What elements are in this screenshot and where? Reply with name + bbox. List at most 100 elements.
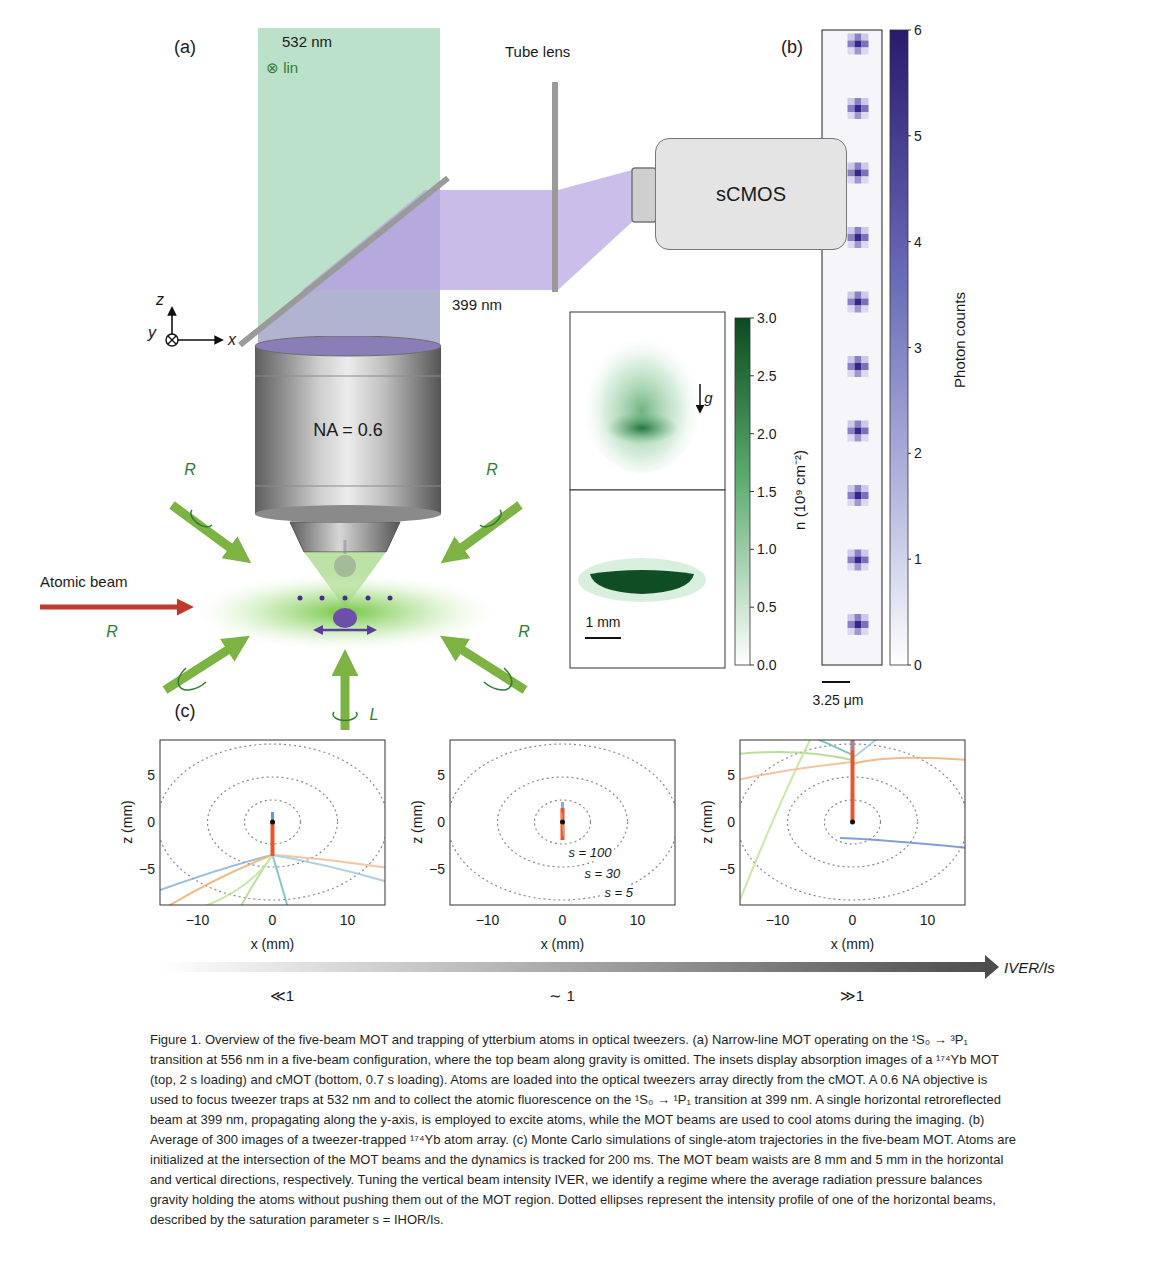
figure-label: g⃗	[704, 389, 724, 407]
figure-label: 5	[437, 767, 445, 784]
figure-label: 3	[914, 339, 922, 356]
scale-bar-um	[822, 681, 850, 683]
figure-label: 5	[727, 767, 735, 784]
figure-label: Photon counts	[951, 292, 969, 388]
polarization-arcs	[178, 510, 512, 720]
tube-lens-plate	[552, 82, 558, 292]
objective-band	[255, 376, 441, 377]
figure-label: ≫1	[840, 987, 864, 1005]
plot-frame	[160, 740, 385, 905]
figure-label: s = 100	[567, 845, 614, 861]
figure-caption: Figure 1. Overview of the five-beam MOT …	[150, 1030, 1018, 1230]
figure-label: L	[370, 705, 379, 724]
cmot-absorption-image	[570, 490, 725, 668]
figure-label: x	[228, 330, 236, 349]
figure-label: 0	[727, 814, 735, 831]
figure-label: R	[184, 460, 196, 479]
figure-label: 2.5	[757, 367, 776, 384]
figure-label: 10	[920, 912, 936, 929]
excited-atom	[333, 608, 357, 628]
mot-core	[606, 412, 678, 444]
figure-label: (a)	[174, 37, 196, 59]
green-tweezer-beam	[258, 28, 440, 346]
figure-label: 0	[147, 814, 155, 831]
mot-beam-arrows	[165, 505, 525, 730]
density-colorbar	[735, 318, 750, 665]
figure-label: s = 5	[603, 885, 636, 901]
figure-label: 3.25 μm	[813, 692, 864, 709]
figure-label: 0	[849, 912, 857, 929]
figure-label: 0.5	[757, 599, 776, 616]
figure-label: 0	[269, 912, 277, 929]
figure-label: x (mm)	[831, 936, 875, 953]
figure-label: 532 nm	[282, 33, 332, 51]
dichroic-mirror	[240, 178, 448, 345]
figure-label: ⊗ lin	[266, 59, 298, 77]
figure-label: 4	[914, 233, 922, 250]
camera-label: sCMOS	[716, 183, 786, 206]
ghost-arrow	[344, 540, 347, 554]
figure-label: −5	[429, 861, 445, 878]
y-axis-cross	[168, 336, 176, 344]
figure-label: 1.5	[757, 483, 776, 500]
trajectory-plot-low	[158, 744, 389, 908]
figure-label: z (mm)	[119, 800, 136, 844]
figure-label: −10	[476, 912, 500, 929]
figure-label: 0	[914, 657, 922, 674]
figure-label: Tube lens	[505, 43, 570, 61]
mot-cloud	[195, 574, 495, 650]
figure-label: IVER/Is	[1004, 959, 1055, 977]
figure-label: 1 mm	[586, 614, 621, 631]
objective-barrel	[255, 346, 441, 514]
objective-bottom	[255, 505, 441, 523]
camera-box: sCMOS	[655, 138, 847, 250]
figure-label: 10	[340, 912, 356, 929]
figure-label: 5	[147, 767, 155, 784]
figure-label: ≪1	[270, 987, 294, 1005]
figure-label: 399 nm	[452, 296, 502, 314]
figure-label: ∼ 1	[549, 987, 575, 1005]
figure-label: 1	[914, 551, 922, 568]
photon-colorbar-ticks	[908, 30, 911, 665]
mot-plume	[580, 317, 704, 473]
objective-band	[255, 486, 441, 487]
figure-label: z (mm)	[699, 800, 716, 844]
x-axis-arrow	[172, 339, 222, 341]
purple-focused-beam	[558, 170, 632, 290]
figure-label: 5	[914, 127, 922, 144]
figure-label: (c)	[175, 701, 196, 723]
camera-nose	[632, 168, 656, 222]
imaging-beam-arrow	[318, 629, 372, 632]
figure-label: 10	[630, 912, 646, 929]
scale-bar-1mm	[585, 637, 621, 639]
trajectory-plot-high	[738, 736, 969, 900]
figure-label: 1.0	[757, 541, 776, 558]
figure-label: z (mm)	[409, 800, 426, 844]
objective-lens: NA = 0.6	[255, 336, 441, 524]
figure-label: −10	[186, 912, 210, 929]
figure-label: 2	[914, 445, 922, 462]
figure-label: 0.0	[757, 657, 776, 674]
intensity-gradient-bar	[160, 962, 986, 972]
tweezer-dots	[298, 596, 393, 601]
objective-aperture	[255, 336, 441, 356]
objective-label: NA = 0.6	[313, 420, 383, 441]
y-axis-into-page	[166, 334, 178, 346]
plot-frame	[740, 740, 965, 905]
trajectory-plot-balanced	[448, 744, 678, 900]
plot-frame	[450, 740, 675, 905]
atomic-beam-arrow	[40, 605, 182, 610]
figure-label: 0	[437, 814, 445, 831]
figure-label: −5	[719, 861, 735, 878]
figure-label: n (10⁹ cm⁻²)	[791, 450, 809, 530]
figure-label: 3.0	[757, 310, 776, 327]
density-colorbar-ticks	[750, 318, 754, 665]
figure-label: (b)	[781, 37, 803, 59]
figure-label: s = 30	[583, 866, 623, 882]
purple-horizontal-beam	[302, 190, 555, 290]
figure-label: −10	[766, 912, 790, 929]
cmot-cloud	[590, 570, 694, 594]
figure-label: z	[156, 290, 164, 309]
figure-label: R	[106, 622, 118, 641]
